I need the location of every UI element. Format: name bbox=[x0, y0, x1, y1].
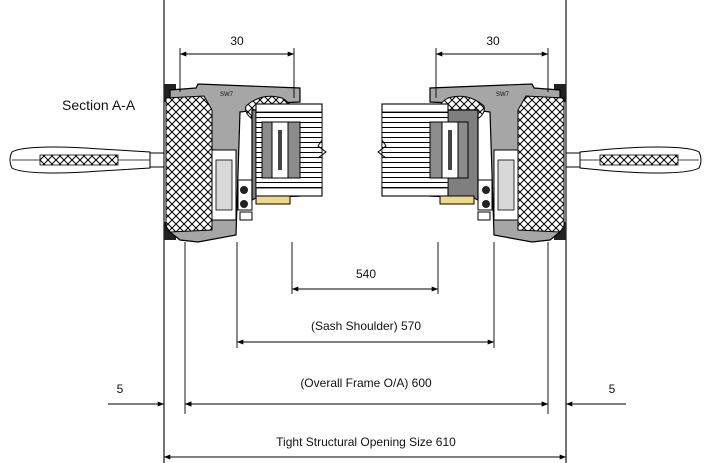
left-gap-label: 5 bbox=[117, 382, 124, 396]
right-glazing-unit bbox=[377, 103, 475, 205]
right-fixing-anchor bbox=[565, 146, 702, 174]
left-frame-assembly: SW7 bbox=[9, 83, 327, 243]
left-glazing-unit bbox=[255, 103, 327, 205]
right-gap-label: 5 bbox=[609, 382, 616, 396]
left-top-dimension: 30 bbox=[179, 34, 295, 98]
left-hinge-detail bbox=[237, 179, 253, 221]
overall-frame-dimension: (Overall Frame O/A) 600 bbox=[184, 242, 549, 414]
sash-shoulder-dimension: (Sash Shoulder) 570 bbox=[236, 242, 495, 348]
glass-dimension: 540 bbox=[291, 242, 439, 294]
structural-opening-label: Tight Structural Opening Size 610 bbox=[276, 435, 456, 449]
glass-dim-label: 540 bbox=[356, 267, 376, 281]
right-hinge-detail bbox=[477, 179, 493, 221]
right-top-dim-label: 30 bbox=[486, 34, 500, 48]
right-gap-dimension: 5 bbox=[528, 382, 626, 407]
section-label: Section A-A bbox=[62, 97, 136, 113]
overall-frame-label: (Overall Frame O/A) 600 bbox=[300, 376, 432, 390]
left-gap-dimension: 5 bbox=[108, 382, 205, 407]
left-reinforcement bbox=[165, 95, 213, 233]
left-fixing-anchor bbox=[9, 146, 165, 174]
right-frame-assembly: SW7 bbox=[377, 83, 702, 243]
right-profile-mark: SW7 bbox=[496, 92, 510, 98]
sash-shoulder-label: (Sash Shoulder) 570 bbox=[311, 319, 421, 333]
left-top-dim-label: 30 bbox=[230, 34, 244, 48]
structural-opening-dimension: Tight Structural Opening Size 610 bbox=[164, 435, 566, 460]
right-top-dimension: 30 bbox=[435, 34, 549, 98]
right-reinforcement bbox=[517, 95, 565, 233]
left-profile-mark: SW7 bbox=[220, 92, 234, 98]
